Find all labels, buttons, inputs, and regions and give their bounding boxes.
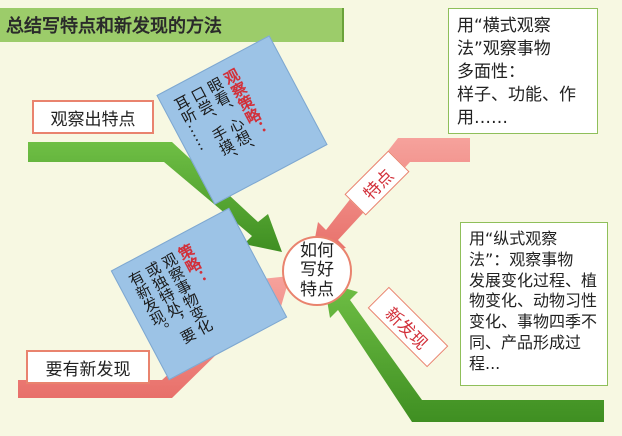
note-bottom-line-1: 用“纵式观察 [469,229,558,248]
note-bottom-line-7: 程... [469,353,501,373]
note-top-line-2: 法”观察事物 [457,38,551,59]
note-bottom-line-2: 法”：观察事物 [469,249,574,269]
note-vertical-observation: 用“纵式观察 法”：观察事物 发展变化过程、植 物变化、动物习性 变化、事物四季… [460,222,608,386]
note-top-line-1: 用“横式观察 [457,16,551,36]
note-bottom-line-5: 变化、事物四季不 [469,312,598,332]
label-new-discovery: 要有新发现 [26,350,150,384]
center-line-2: 写好 [300,260,334,281]
center-line-3: 特点 [300,279,334,300]
note-bottom-line-4: 物变化、动物习性 [469,291,598,311]
green-arrow-bottom-right [324,282,604,422]
note-top-line-3: 多面性： [457,61,525,82]
red-arrow-top-right [312,138,470,254]
note-top-line-5: 用…… [457,107,508,128]
page-title: 总结写特点和新发现的方法 [0,8,344,42]
note-top-line-4: 样子、功能、作 [457,84,576,105]
note-bottom-line-6: 同、产品形成过 [469,332,582,352]
label-observe-features: 观察出特点 [32,100,154,134]
green-arrow-top-left [28,142,282,252]
center-question-circle: 如何 写好 特点 [282,236,352,306]
note-horizontal-observation: 用“横式观察 法”观察事物 多面性： 样子、功能、作 用…… [448,8,598,134]
note-bottom-line-3: 发展变化过程、植 [469,270,598,290]
center-line-1: 如何 [300,240,334,261]
